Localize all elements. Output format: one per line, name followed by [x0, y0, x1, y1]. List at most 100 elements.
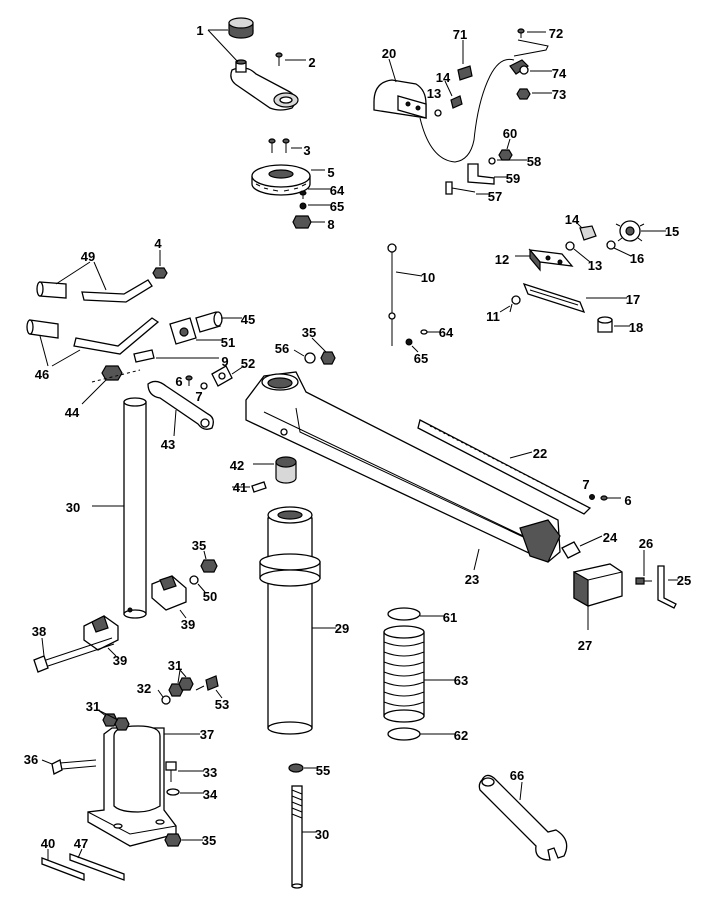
- part-nuts-31b: [102, 713, 130, 731]
- callout-label-35: 35: [202, 833, 216, 848]
- callout-label-72: 72: [549, 26, 563, 41]
- callout-label-14: 14: [436, 70, 451, 85]
- callout-label-73: 73: [552, 87, 566, 102]
- callout-label-57: 57: [488, 189, 502, 204]
- part-washer-56: [304, 352, 316, 364]
- part-clip-71: [457, 65, 473, 81]
- callout-label-38: 38: [32, 624, 46, 639]
- callout-label-37: 37: [200, 727, 214, 742]
- callout-label-36: 36: [24, 752, 38, 767]
- part-hex-key-25: [657, 565, 677, 609]
- part-retaining-ring-61: [387, 607, 421, 621]
- callout-label-2: 2: [308, 55, 315, 70]
- part-washer-13b: [565, 241, 575, 251]
- part-end-cover: [373, 79, 427, 119]
- callout-label-30: 30: [315, 827, 329, 842]
- part-nut-44: [101, 365, 123, 381]
- part-threaded-stud: [291, 785, 303, 889]
- part-nut-35a: [320, 351, 336, 365]
- part-clamp-block-39a: [151, 575, 187, 611]
- part-washer-7b: [589, 494, 595, 500]
- part-bushing-42: [275, 456, 297, 484]
- part-nut-60: [498, 149, 513, 161]
- part-handle-46: [26, 317, 160, 355]
- part-screw-6a: [185, 375, 193, 386]
- callout-label-59: 59: [506, 171, 520, 186]
- callout-label-64: 64: [330, 183, 345, 198]
- callout-label-22: 22: [533, 446, 547, 461]
- callout-label-13: 13: [427, 86, 441, 101]
- callout-label-5: 5: [327, 165, 334, 180]
- callout-label-7: 7: [582, 477, 589, 492]
- part-washer-7a: [200, 382, 208, 390]
- callout-label-11: 11: [486, 309, 500, 324]
- part-rod-10: [387, 243, 397, 346]
- callout-label-1: 1: [196, 23, 203, 38]
- part-plug-18: [597, 316, 613, 333]
- part-nuts-31a: [168, 677, 194, 697]
- part-bracket-12: [528, 248, 574, 272]
- part-washer-58: [488, 157, 496, 165]
- part-nut-35c: [164, 833, 182, 847]
- callout-label-4: 4: [154, 236, 162, 251]
- callout-label-25: 25: [677, 573, 691, 588]
- callout-label-49: 49: [81, 249, 95, 264]
- callout-label-52: 52: [241, 356, 255, 371]
- callout-label-74: 74: [552, 66, 567, 81]
- callout-label-40: 40: [41, 836, 55, 851]
- callout-label-15: 15: [665, 224, 679, 239]
- callout-label-7: 7: [195, 389, 202, 404]
- part-clamp-51: [169, 317, 197, 345]
- callout-label-23: 23: [465, 572, 479, 587]
- part-bushing-14b: [579, 225, 597, 241]
- callout-label-20: 20: [382, 46, 396, 61]
- part-knob-45: [195, 311, 223, 333]
- part-pin-41: [251, 481, 267, 493]
- part-clamp-block-39b: [83, 615, 119, 651]
- callout-label-39: 39: [113, 653, 127, 668]
- part-washer-32: [161, 695, 171, 705]
- part-strip-47: [69, 853, 125, 881]
- part-clip-59: [467, 163, 495, 185]
- callout-label-34: 34: [203, 787, 218, 802]
- callout-label-66: 66: [510, 768, 524, 783]
- part-wrench-66: [478, 774, 568, 861]
- part-clamp-74: [509, 59, 529, 75]
- callout-label-26: 26: [639, 536, 653, 551]
- callout-label-50: 50: [203, 589, 217, 604]
- callout-label-35: 35: [302, 325, 316, 340]
- callout-label-31: 31: [168, 658, 182, 673]
- callout-label-43: 43: [161, 437, 175, 452]
- part-column-tube: [123, 397, 147, 619]
- part-nut-4: [152, 267, 168, 279]
- part-radial-arm: [245, 371, 561, 563]
- part-cord-tail: [513, 39, 549, 57]
- part-knob-cap: [228, 17, 254, 39]
- callout-label-29: 29: [335, 621, 349, 636]
- callout-label-32: 32: [137, 681, 151, 696]
- part-scale-strip: [417, 419, 592, 515]
- part-screw-57: [445, 181, 476, 195]
- part-washer-55: [288, 763, 304, 773]
- part-crank-arm: [230, 59, 299, 111]
- part-screw-6b: [600, 495, 621, 501]
- callout-label-35: 35: [192, 538, 206, 553]
- part-knob-15: [615, 220, 645, 242]
- callout-label-71: 71: [453, 27, 467, 42]
- callout-label-65: 65: [414, 351, 428, 366]
- part-handle-49: [36, 279, 153, 303]
- callout-label-27: 27: [578, 638, 592, 653]
- part-bellows-63: [383, 625, 425, 723]
- part-bushing-14a: [450, 95, 463, 109]
- part-ring-62: [387, 727, 421, 741]
- part-pin-64a: [299, 190, 307, 199]
- part-rail-17: [522, 282, 586, 314]
- callout-label-8: 8: [327, 217, 334, 232]
- part-bolt-36: [51, 759, 97, 775]
- callout-label-33: 33: [203, 765, 217, 780]
- part-washer-50: [189, 575, 199, 585]
- part-nut-35b: [200, 559, 218, 573]
- callout-label-44: 44: [65, 405, 80, 420]
- part-pin-64b: [420, 329, 440, 335]
